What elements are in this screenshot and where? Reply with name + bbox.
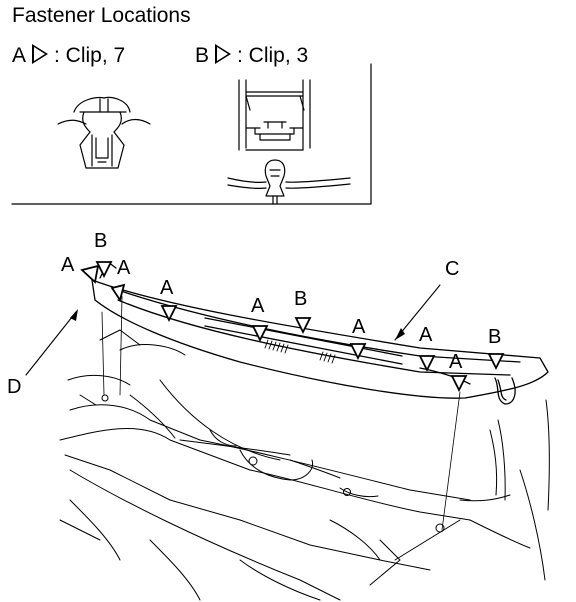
clip-marker-a-icon <box>418 355 436 373</box>
callout-d-label: D <box>7 376 22 398</box>
diagram-title: Fastener Locations <box>12 4 191 27</box>
callout-a-label: A <box>160 277 174 299</box>
clip-marker-a-icon <box>160 305 178 323</box>
clip-marker-b-icon <box>95 261 113 279</box>
legend-b-letter: B <box>195 44 210 67</box>
clip-marker-a-icon <box>251 325 269 343</box>
clip-a-illustration <box>57 96 151 169</box>
clip-marker-b-icon <box>294 317 312 335</box>
callout-a-label: A <box>117 257 131 279</box>
clip-marker-a-icon <box>450 375 468 393</box>
clip-markers <box>80 261 505 393</box>
callout-a-label: A <box>352 316 366 338</box>
callout-c-label: C <box>445 258 460 280</box>
callout-a-label: A <box>251 295 265 317</box>
legend-a-letter: A <box>12 44 27 67</box>
legend-clip-a: A : Clip, 7 <box>12 44 125 66</box>
legend-b-text: : Clip, 3 <box>237 44 309 67</box>
clip-marker-a-icon <box>80 264 100 284</box>
vehicle-body <box>59 329 550 601</box>
alignment-lines <box>101 295 461 531</box>
clip-marker-b-icon <box>487 353 505 371</box>
callout-b-label: B <box>294 288 308 310</box>
arrowhead-c-icon <box>395 328 405 340</box>
clip-b-illustration <box>227 79 351 205</box>
legend-a-text: : Clip, 7 <box>54 44 126 67</box>
triangle-marker-icon <box>32 44 49 64</box>
triangle-marker-icon <box>215 44 232 64</box>
callout-b-label: B <box>488 326 502 348</box>
callout-leaders <box>25 284 441 376</box>
callout-b-label: B <box>94 230 108 252</box>
callout-a-label: A <box>61 254 75 276</box>
inset-frame <box>11 63 372 205</box>
callout-a-label: A <box>449 351 463 373</box>
arrowhead-d-icon <box>70 309 78 321</box>
grille-detail <box>264 339 336 364</box>
clip-marker-a-icon <box>349 343 367 361</box>
legend-clip-b: B : Clip, 3 <box>195 44 308 66</box>
callout-d-leader <box>25 311 77 376</box>
clip-marker-a-icon <box>110 283 126 303</box>
callout-a-label: A <box>419 324 433 346</box>
